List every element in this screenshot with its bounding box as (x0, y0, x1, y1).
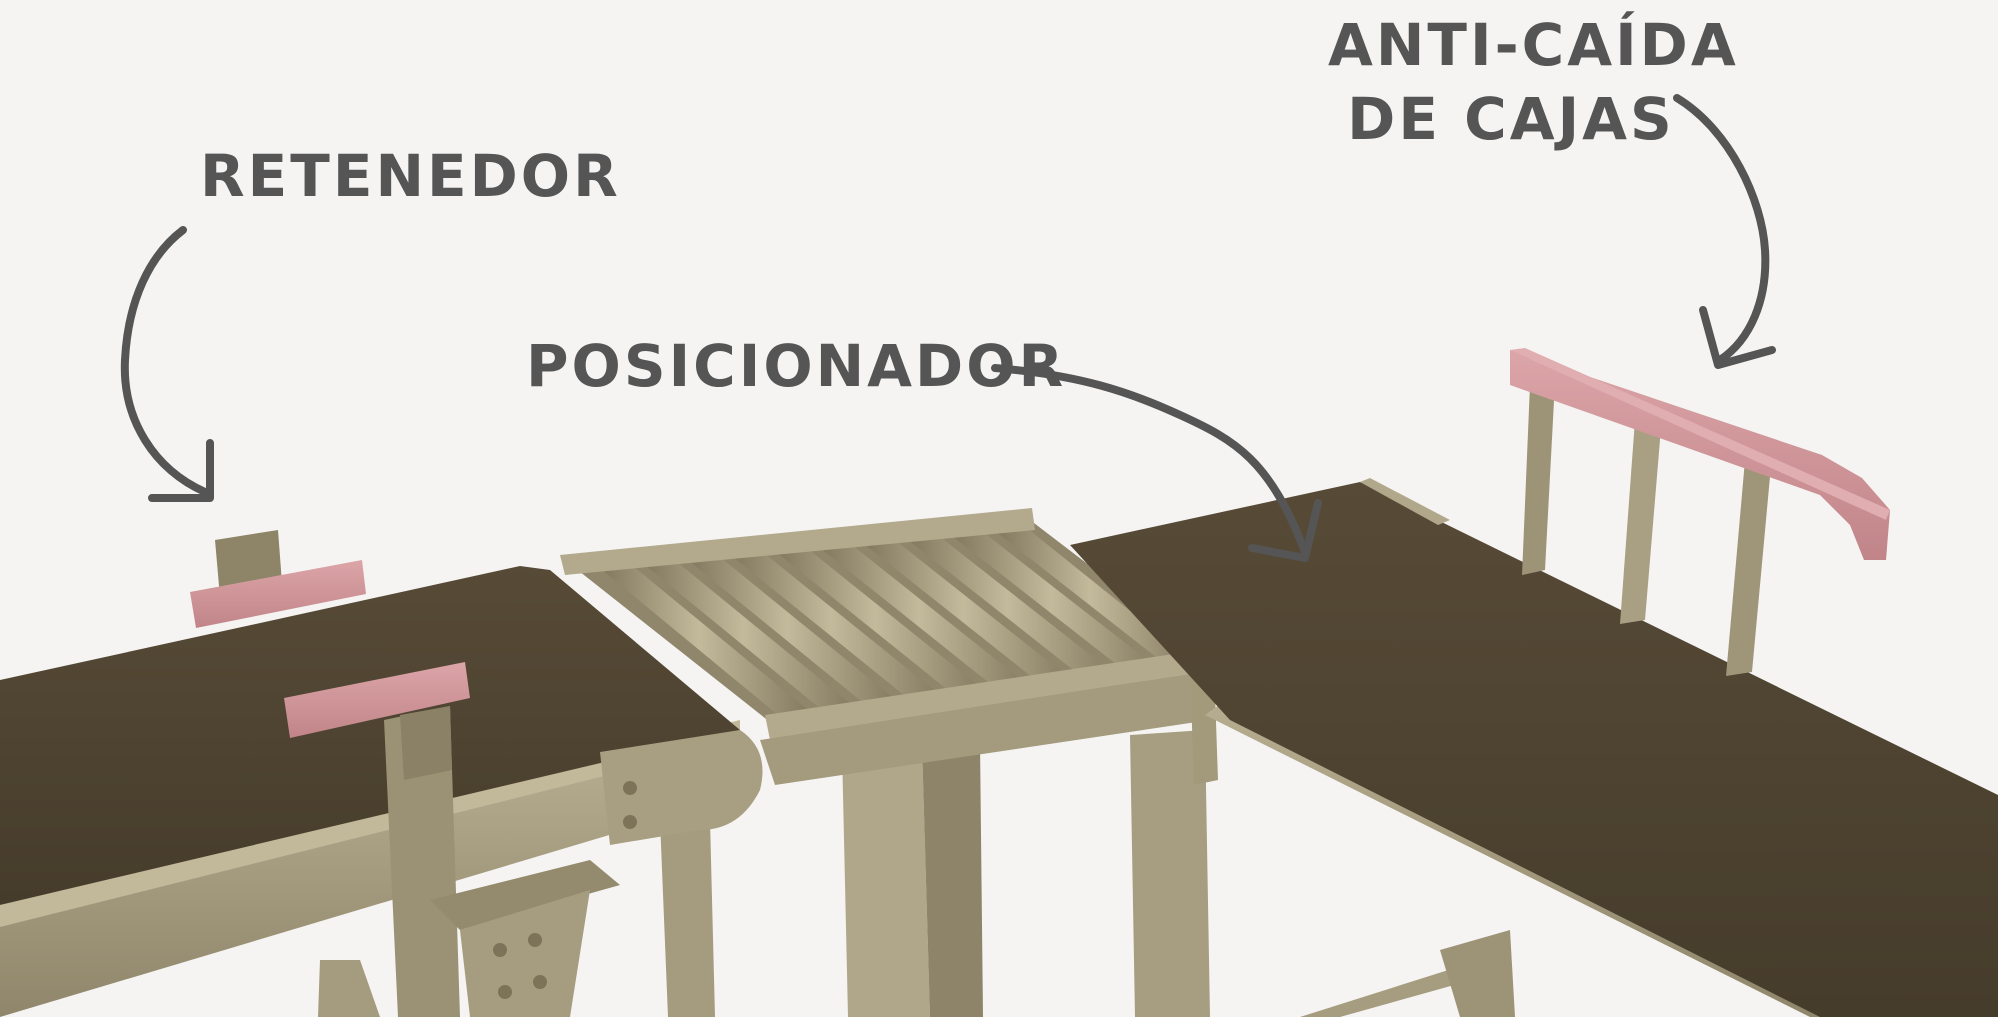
anti-caida-label-line2: DE CAJAS (1347, 85, 1675, 153)
retenedor-arrowhead (148, 439, 214, 502)
retainer-post (384, 706, 460, 1017)
left-belt-surface (0, 566, 740, 905)
right-conveyor (1070, 348, 1998, 1017)
retenedor-label: RETENEDOR (200, 142, 621, 210)
posicionador-arrow (991, 364, 1309, 556)
anti-caida-label: ANTI-CAÍDA DE CAJAS (1328, 8, 1739, 156)
retainer-bar-back (190, 560, 366, 628)
anti-caida-label-line1: ANTI-CAÍDA (1328, 11, 1739, 79)
anti-fall-rail (1510, 350, 1890, 560)
posicionador-arrowhead (1248, 499, 1322, 562)
right-belt-surface (1070, 482, 1998, 1017)
anti-caida-arrowhead (1699, 306, 1776, 369)
anti-caida-arrow (1673, 94, 1770, 364)
retainer-bar-front (284, 662, 470, 738)
posicionador-label: POSICIONADOR (526, 332, 1067, 400)
left-conveyor (0, 530, 763, 1017)
roller-conveyor (560, 508, 1210, 1017)
retenedor-arrow (120, 226, 209, 496)
